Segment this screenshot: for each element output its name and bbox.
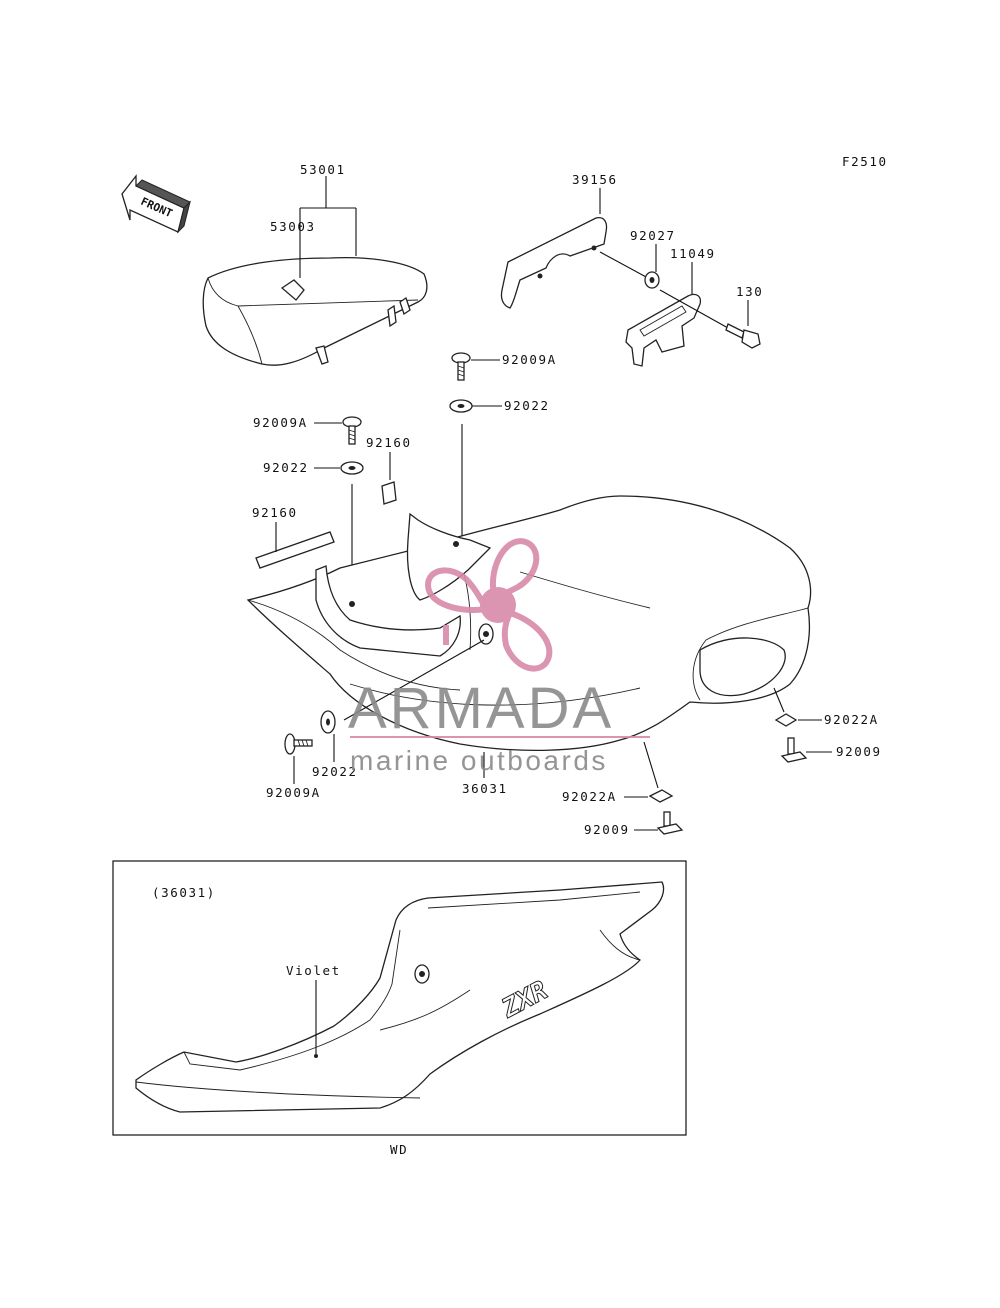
inset-frame bbox=[112, 860, 687, 1136]
washer-92022a-bottom-part bbox=[648, 789, 674, 803]
part-label-92009-bottom: 92009 bbox=[584, 822, 630, 837]
part-label-92009a-bottom: 92009A bbox=[266, 785, 321, 800]
part-label-92160-strip: 92160 bbox=[252, 505, 298, 520]
collar-part bbox=[644, 271, 660, 289]
diagram-code: F2510 bbox=[842, 154, 888, 169]
part-label-92022a-bottom: 92022A bbox=[562, 789, 617, 804]
inset-color-label: Violet bbox=[286, 963, 341, 978]
bolt-92009a-left-part bbox=[342, 416, 362, 445]
part-label-39156: 39156 bbox=[572, 172, 618, 187]
screw-92009-right-part bbox=[780, 737, 808, 763]
part-label-53003: 53003 bbox=[270, 219, 316, 234]
part-label-92022a-right: 92022A bbox=[824, 712, 879, 727]
bracket-part bbox=[625, 293, 702, 367]
part-label-130: 130 bbox=[736, 284, 763, 299]
watermark-tagline: marine outboards bbox=[350, 745, 608, 776]
washer-92022-left-part bbox=[340, 461, 364, 475]
part-label-92160-small: 92160 bbox=[366, 435, 412, 450]
part-label-11049: 11049 bbox=[670, 246, 716, 261]
part-label-36031: 36031 bbox=[462, 781, 508, 796]
inset-seat-cover-part bbox=[135, 881, 665, 1113]
inset-ref-label: (36031) bbox=[152, 885, 216, 900]
washer-92022-bottom-part bbox=[320, 710, 336, 734]
propeller-logo-icon bbox=[424, 538, 553, 672]
part-label-92027: 92027 bbox=[630, 228, 676, 243]
washer-92022-top-part bbox=[449, 399, 473, 413]
bolt-92009a-bottom-part bbox=[284, 733, 313, 755]
bolt-130-part bbox=[725, 323, 761, 349]
watermark-brand: ARMADA bbox=[348, 676, 614, 741]
part-label-92009a-top: 92009A bbox=[502, 352, 557, 367]
front-arrow-icon: FRONT bbox=[121, 174, 191, 234]
part-label-92022-left: 92022 bbox=[263, 460, 309, 475]
pad-92160-small-part bbox=[381, 481, 397, 505]
seat-assembly bbox=[202, 256, 428, 366]
part-label-92022-top: 92022 bbox=[504, 398, 550, 413]
part-label-92022-bottom: 92022 bbox=[312, 764, 358, 779]
model-code-label: WD bbox=[390, 1142, 408, 1157]
part-label-92009-right: 92009 bbox=[836, 744, 882, 759]
grab-cover-part bbox=[500, 216, 608, 309]
watermark: ARMADA marine outboards bbox=[348, 538, 650, 776]
screw-92009-bottom-part bbox=[656, 811, 684, 835]
strip-92160-part bbox=[255, 531, 335, 569]
part-label-92009a-left: 92009A bbox=[253, 415, 308, 430]
bolt-92009a-top-part bbox=[451, 352, 471, 381]
washer-92022a-right-part bbox=[774, 713, 798, 727]
part-label-53001: 53001 bbox=[300, 162, 346, 177]
